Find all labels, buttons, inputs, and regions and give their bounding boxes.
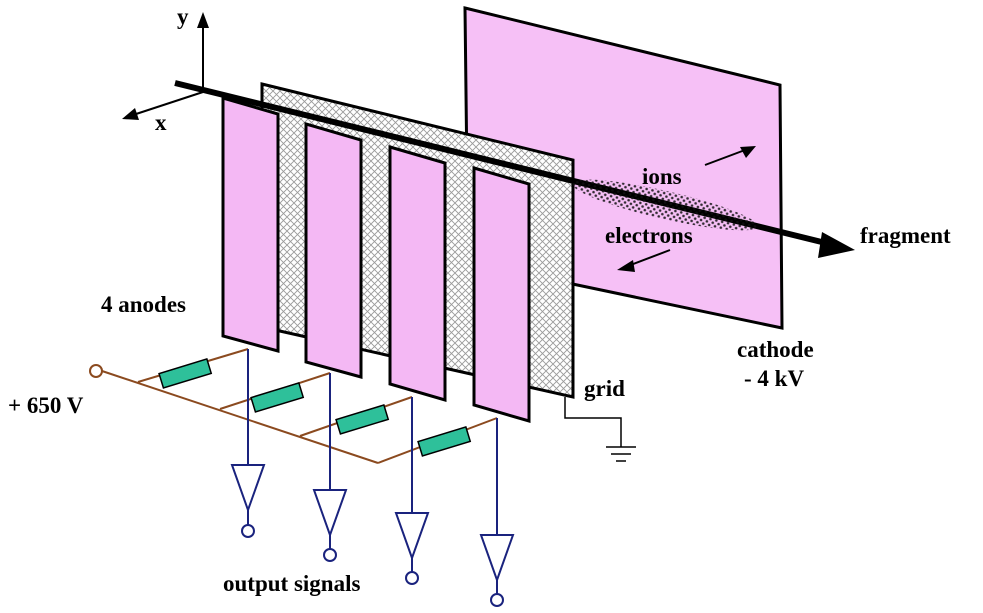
anode-plate-1 — [221, 96, 280, 353]
output-terminal-2 — [323, 548, 337, 562]
ground-symbol — [564, 397, 636, 462]
x-axis — [132, 91, 204, 116]
cathode-label: cathode — [737, 337, 814, 362]
axis-y-label: y — [177, 4, 189, 29]
cathode-voltage-label: - 4 kV — [744, 366, 804, 391]
anodes-label: 4 anodes — [101, 292, 186, 317]
resistor-3 — [335, 404, 390, 435]
resistor-1 — [158, 358, 213, 389]
electrons-arrow — [627, 249, 671, 267]
fragment-arrow-head — [818, 232, 855, 258]
amplifier-1 — [230, 464, 266, 513]
amplifier-4 — [479, 534, 515, 583]
anode-plate-2 — [304, 122, 363, 379]
ions-arrow — [704, 149, 746, 166]
x-axis-arrow-head — [122, 108, 139, 120]
output-signals-label: output signals — [223, 571, 360, 596]
bias-terminal — [89, 364, 103, 378]
voltage-label: + 650 V — [8, 393, 84, 418]
amplifier-2 — [312, 489, 348, 538]
fragment-label: fragment — [860, 223, 951, 248]
amplifier-3 — [394, 512, 430, 561]
ions-arrow-head — [740, 146, 756, 158]
resistor-4 — [417, 426, 472, 457]
axis-x-label: x — [155, 110, 167, 135]
electrons-label: electrons — [605, 223, 693, 248]
output-terminal-1 — [241, 524, 255, 538]
y-axis-arrow-head — [197, 12, 209, 28]
output-terminal-3 — [405, 571, 419, 585]
electrons-arrow-head — [617, 260, 635, 272]
anode-plate-3 — [388, 145, 447, 402]
ions-label: ions — [642, 164, 682, 189]
resistor-2 — [250, 382, 305, 413]
anode-plate-4 — [472, 166, 531, 423]
output-terminal-4 — [490, 593, 504, 607]
grid-label: grid — [584, 376, 625, 401]
ionization-cloud — [572, 179, 758, 231]
